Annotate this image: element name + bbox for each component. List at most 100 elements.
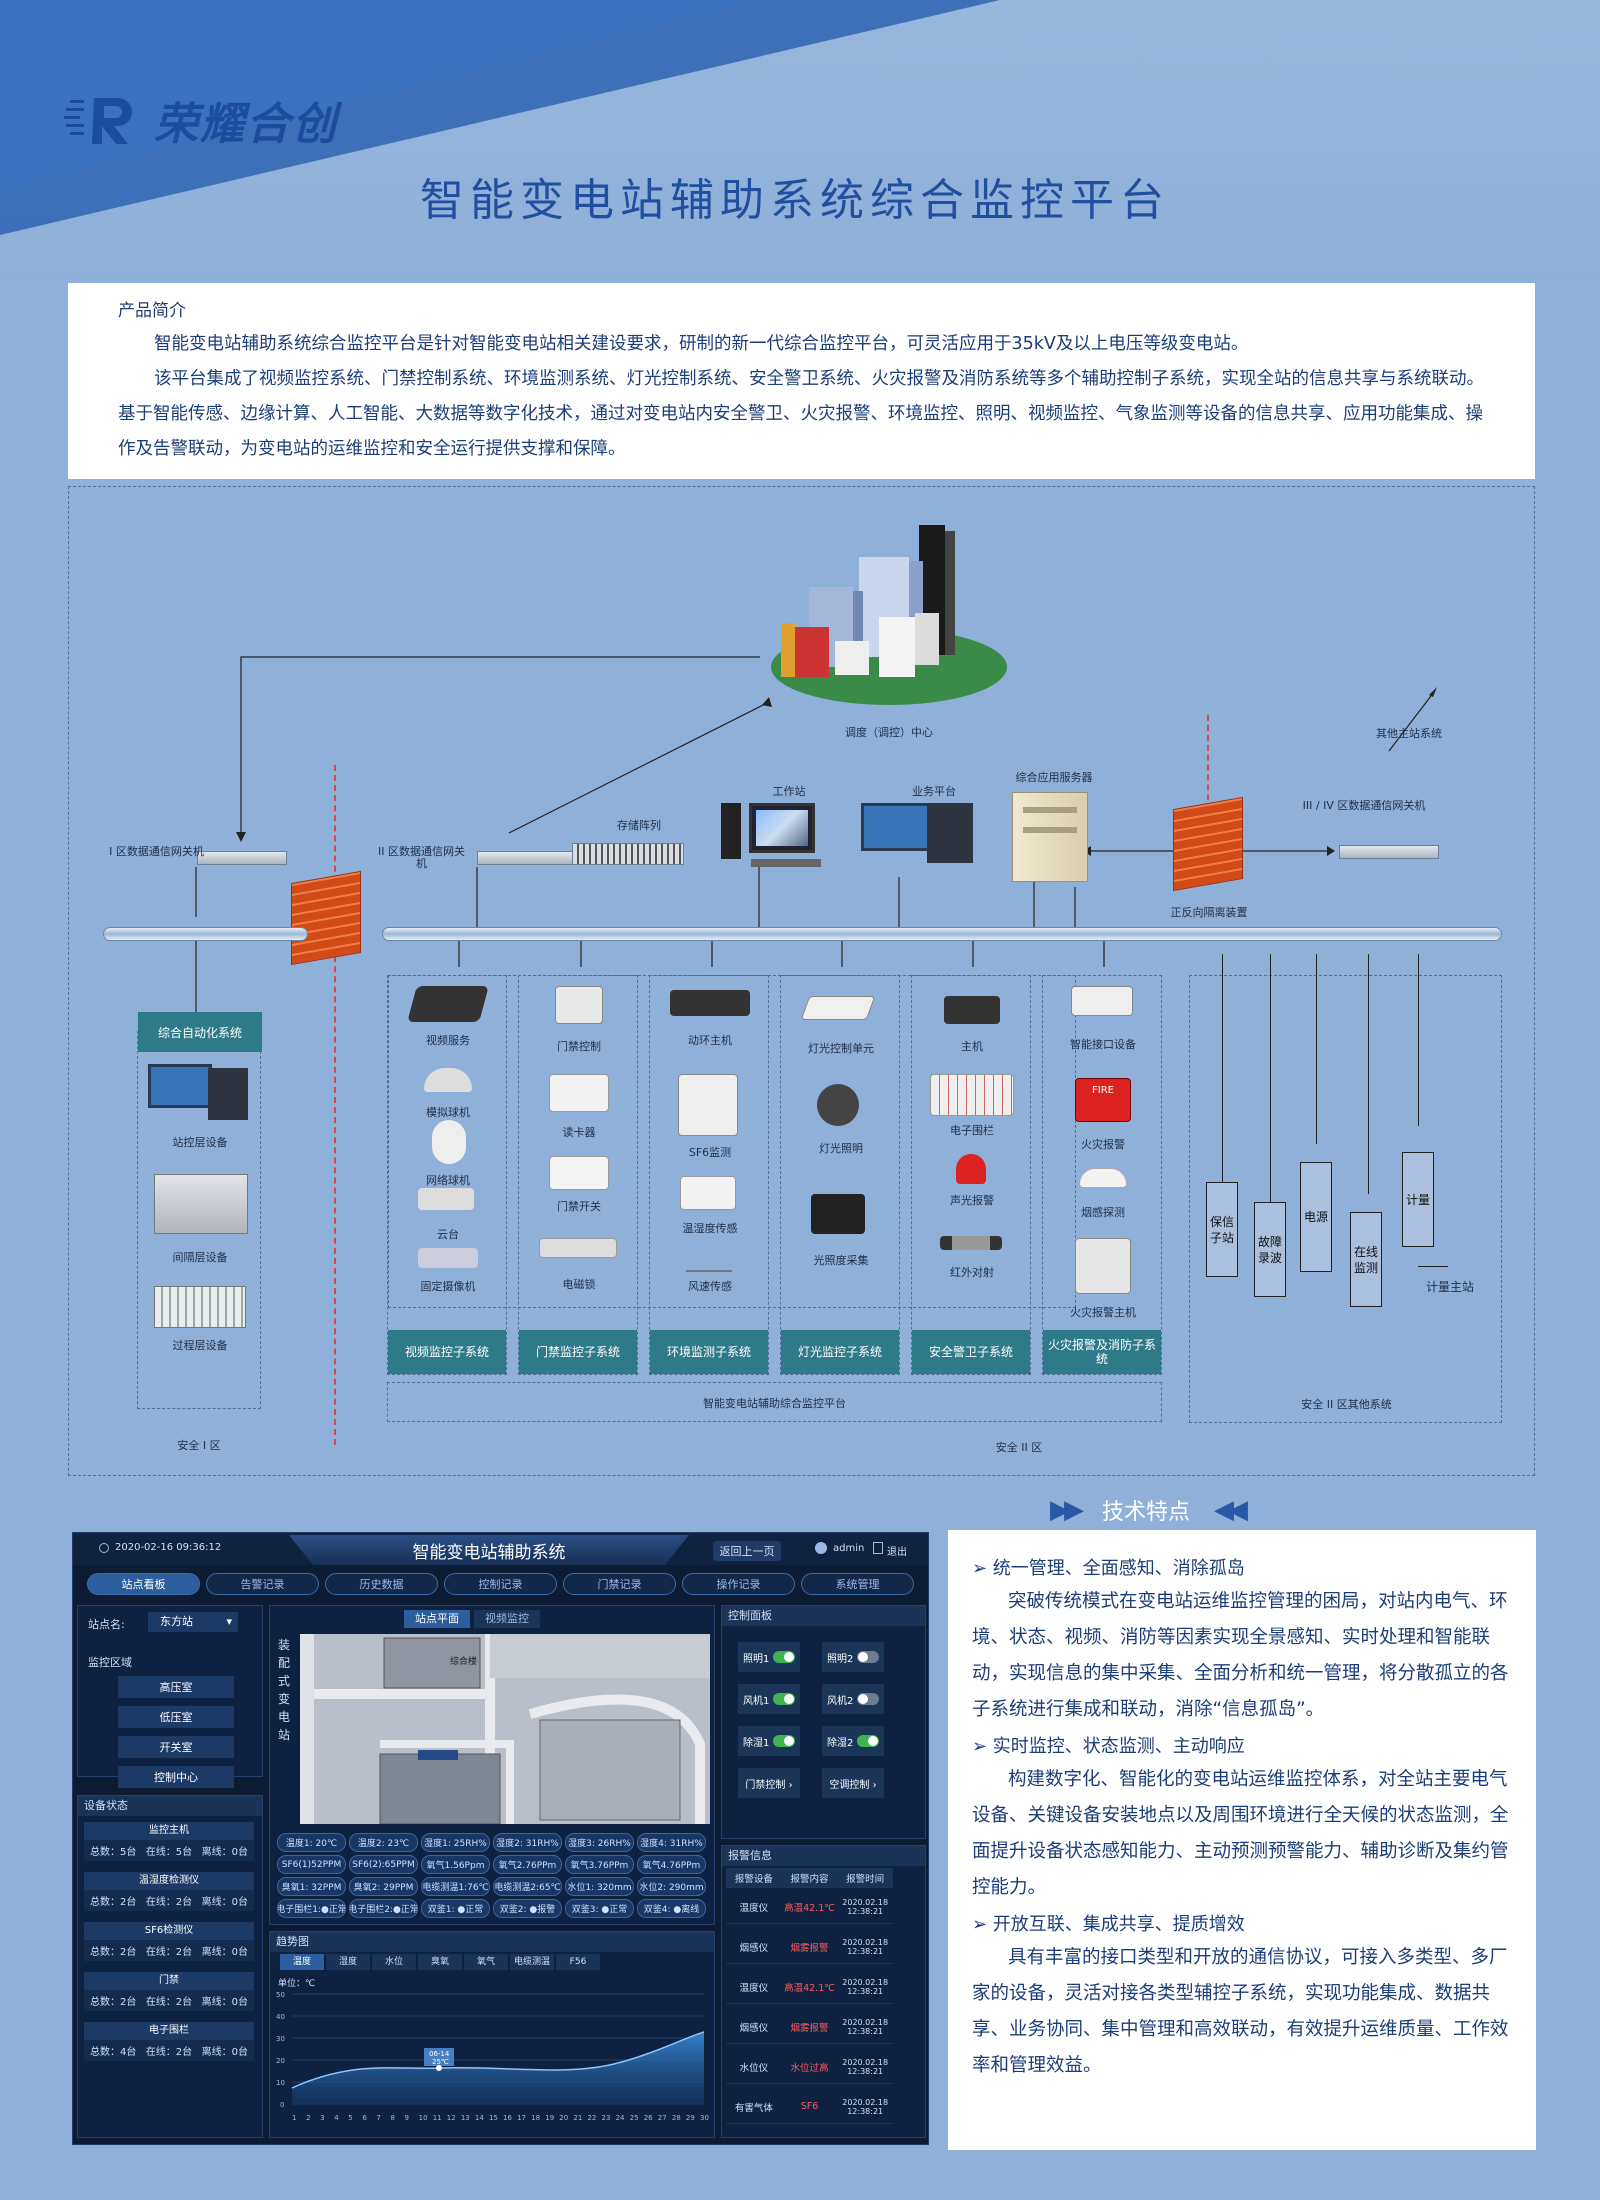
x-tick: 27 xyxy=(658,2114,667,2122)
other-system-1: 故障录波 xyxy=(1254,1202,1286,1297)
sensor-chip: 双鉴4: ●离线 xyxy=(637,1899,706,1918)
control-button[interactable]: 空调控制 › xyxy=(822,1768,884,1798)
trend-tab-6[interactable]: F56 xyxy=(556,1954,600,1970)
nav-tab-3[interactable]: 控制记录 xyxy=(444,1573,557,1595)
trend-tab-0[interactable]: 温度 xyxy=(280,1954,324,1970)
dash-title: 智能变电站辅助系统 xyxy=(289,1535,689,1565)
trend-unit: 单位：℃ xyxy=(278,1979,316,1989)
platform-label: 智能变电站辅助综合监控平台 xyxy=(703,1397,846,1410)
logout-icon[interactable] xyxy=(873,1542,883,1554)
nav-tab-5[interactable]: 操作记录 xyxy=(682,1573,795,1595)
y-tick-4: 10 xyxy=(276,2079,285,2087)
plan-tab-0[interactable]: 站点平面 xyxy=(404,1610,470,1628)
nav-tab-4[interactable]: 门禁记录 xyxy=(563,1573,676,1595)
access-subsystem: 门禁控制 读卡器 门禁开关 电磁锁 门禁监控子系统 xyxy=(518,975,638,1375)
alarm-cell: 烟雾报警 xyxy=(790,2022,829,2034)
gateway-3-device xyxy=(1339,845,1439,859)
sf6-monitor-icon xyxy=(678,1074,738,1136)
area-item-2[interactable]: 开关室 xyxy=(118,1736,234,1758)
security-subsystem: 主机 电子围栏 声光报警 红外对射 安全警卫子系统 xyxy=(911,975,1031,1375)
site-plan-map xyxy=(300,1634,710,1824)
trend-title: 趋势图 xyxy=(270,1932,714,1952)
station-label: 站点名: xyxy=(88,1618,125,1631)
control-label: 风机1 xyxy=(743,1695,770,1707)
x-tick: 2 xyxy=(306,2114,310,2122)
trend-tab-4[interactable]: 氧气 xyxy=(464,1954,508,1970)
stat-2-b: 在线：2台 xyxy=(145,1947,193,1958)
trend-tab-3[interactable]: 臭氧 xyxy=(418,1954,462,1970)
left-area-panel: 站点名: 东方站 ▾ 监控区域 高压室 低压室 开关室 控制中心 xyxy=(77,1605,263,1788)
nav-tab-6[interactable]: 系统管理 xyxy=(801,1573,914,1595)
page-title: 智能变电站辅助系统综合监控平台 xyxy=(420,175,1170,226)
status-title: 设备状态 xyxy=(78,1796,262,1816)
control-toggle[interactable]: 风机2 xyxy=(822,1684,884,1714)
toggle-switch-icon[interactable] xyxy=(773,1651,795,1663)
stat-3-a: 总数：2台 xyxy=(90,1997,137,2008)
security-host-icon xyxy=(944,996,1000,1024)
light-item-0: 灯光控制单元 xyxy=(808,1042,874,1055)
logout-button[interactable]: 退出 xyxy=(887,1547,907,1558)
control-toggle[interactable]: 除湿1 xyxy=(738,1726,800,1756)
dome-camera-icon xyxy=(424,1068,472,1092)
station-select[interactable]: 东方站 ▾ xyxy=(148,1612,238,1632)
nav-tab-0[interactable]: 站点看板 xyxy=(87,1573,200,1595)
alarm-cell: 温度仪 xyxy=(739,1902,769,1914)
fire-alarm-icon: FIRE xyxy=(1075,1078,1131,1122)
x-tick: 25 xyxy=(630,2114,639,2122)
trend-tab-1[interactable]: 湿度 xyxy=(326,1954,370,1970)
fire-subsystem: 智能接口设备 FIRE 火灾报警 烟感探测 火灾报警主机 火灾报警及消防子系统 xyxy=(1042,975,1162,1375)
control-label: 除湿1 xyxy=(743,1737,770,1749)
chevron-down-icon: ▾ xyxy=(226,1615,232,1628)
toggle-switch-icon[interactable] xyxy=(857,1735,879,1747)
sensor-chip: 双鉴3: ●正常 xyxy=(565,1899,634,1918)
plan-tab-1[interactable]: 视频监控 xyxy=(474,1610,540,1628)
area-item-0[interactable]: 高压室 xyxy=(118,1676,234,1698)
x-tick: 1 xyxy=(292,2114,296,2122)
tech-title: 技术特点 xyxy=(1102,1500,1191,1525)
control-toggle[interactable]: 风机1 xyxy=(738,1684,800,1714)
control-toggle[interactable]: 照明1 xyxy=(738,1642,800,1672)
sensor-chip: 湿度1: 25RH% xyxy=(421,1833,490,1852)
control-toggle[interactable]: 除湿2 xyxy=(822,1726,884,1756)
x-tick: 12 xyxy=(447,2114,456,2122)
access-item-1: 读卡器 xyxy=(562,1126,596,1139)
trend-tab-5[interactable]: 电缆测温 xyxy=(510,1954,554,1970)
back-button[interactable]: 返回上一页 xyxy=(713,1541,781,1561)
area-item-1[interactable]: 低压室 xyxy=(118,1706,234,1728)
stat-0-b: 在线：5台 xyxy=(145,1847,193,1858)
bullet-camera-icon xyxy=(418,1188,474,1210)
toggle-switch-icon[interactable] xyxy=(857,1651,879,1663)
dashboard-preview: 2020-02-16 09:36:12 智能变电站辅助系统 返回上一页 admi… xyxy=(72,1532,929,2145)
access-item-3: 电磁锁 xyxy=(562,1278,596,1291)
y-tick-3: 20 xyxy=(276,2057,285,2065)
header-triangle-inner xyxy=(0,0,760,190)
control-toggle[interactable]: 照明2 xyxy=(822,1642,884,1672)
stat-4-b: 在线：2台 xyxy=(145,2047,193,2058)
workstation-icon xyxy=(721,803,851,875)
toggle-switch-icon[interactable] xyxy=(773,1735,795,1747)
isolation-label: 正反向隔离装置 xyxy=(1170,906,1248,919)
x-tick: 4 xyxy=(334,2114,339,2122)
trend-tab-2[interactable]: 水位 xyxy=(372,1954,416,1970)
control-button[interactable]: 门禁控制 › xyxy=(738,1768,800,1798)
nav-tab-2[interactable]: 历史数据 xyxy=(325,1573,438,1595)
security-subsystem-title: 安全警卫子系统 xyxy=(912,1330,1030,1374)
x-tick: 15 xyxy=(489,2114,498,2122)
nav-tab-1[interactable]: 告警记录 xyxy=(206,1573,319,1595)
alarm-cell: 烟感仪 xyxy=(739,1942,769,1954)
toggle-switch-icon[interactable] xyxy=(773,1693,795,1705)
area-item-3[interactable]: 控制中心 xyxy=(118,1766,234,1788)
toggle-switch-icon[interactable] xyxy=(857,1693,879,1705)
ptz-camera-icon xyxy=(432,1120,466,1164)
env-subsystem: 动环主机 SF6监测 温湿度传感 风速传感 环境监测子系统 xyxy=(649,975,769,1375)
video-item-4: 固定摄像机 xyxy=(420,1280,476,1293)
x-tick: 23 xyxy=(602,2114,611,2122)
